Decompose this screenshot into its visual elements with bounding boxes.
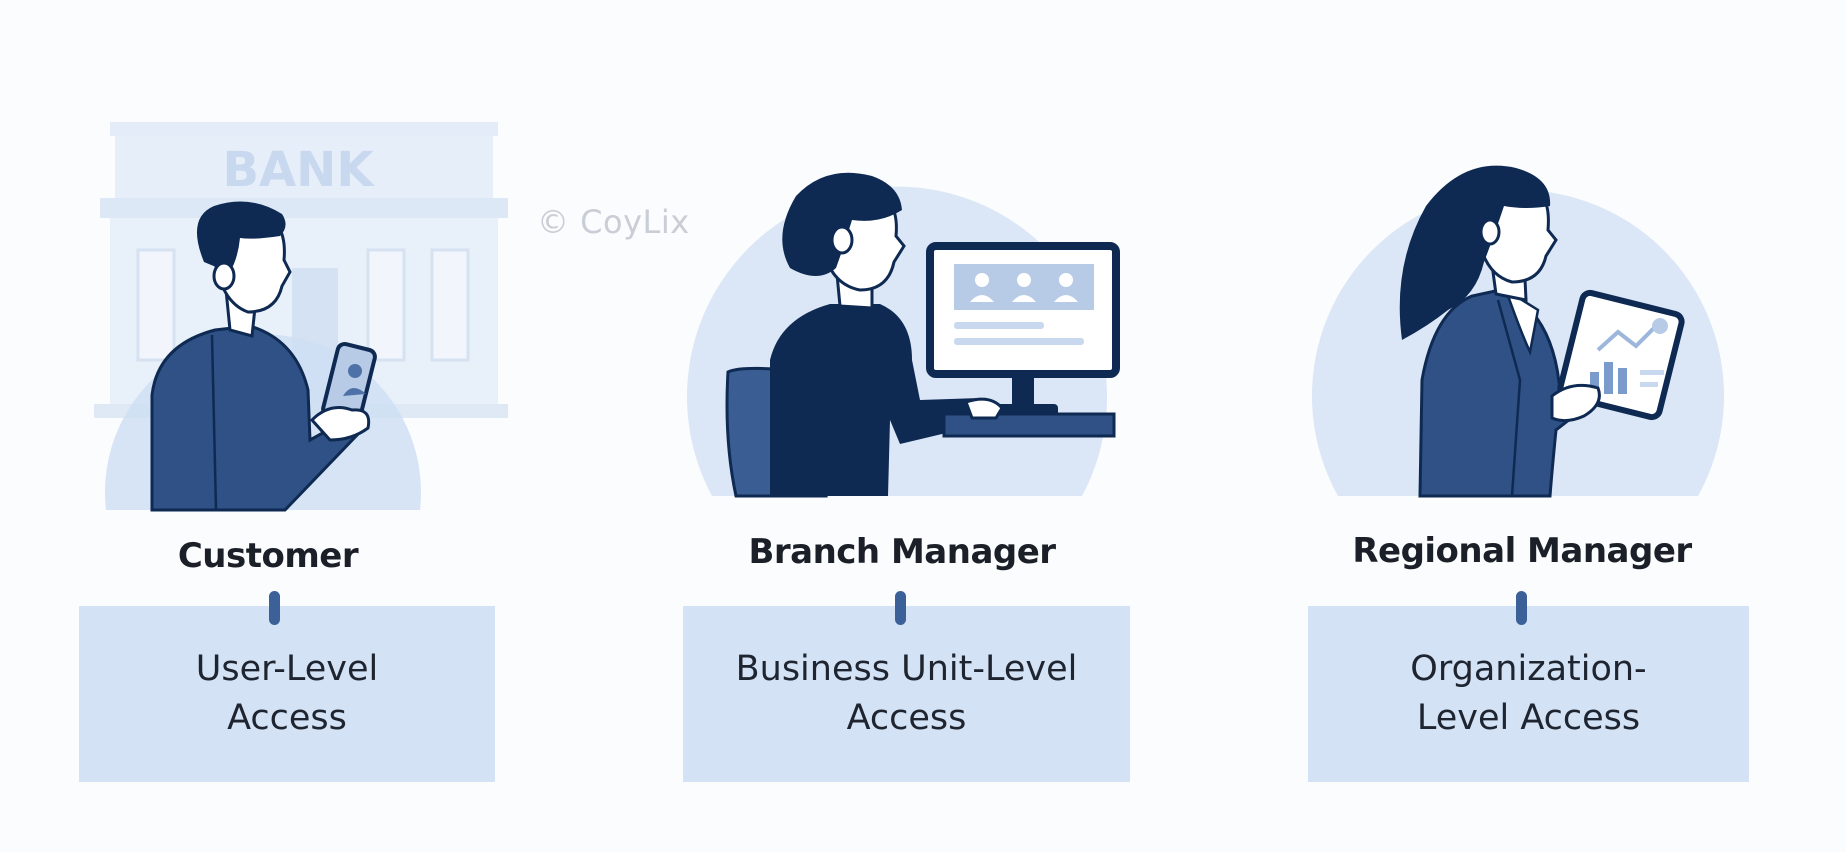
access-label-line2: Access xyxy=(227,698,347,738)
role-title-customer: Customer xyxy=(177,536,359,576)
bank-building-icon: BANK xyxy=(94,122,508,418)
connector xyxy=(895,591,906,625)
executive-with-tablet-icon xyxy=(1311,165,1724,498)
role-title-regional-manager: Regional Manager xyxy=(1352,531,1692,571)
access-label-line1: Organization- xyxy=(1410,649,1647,689)
connector xyxy=(269,591,280,625)
connector xyxy=(1516,591,1527,625)
role-title-branch-manager: Branch Manager xyxy=(748,532,1056,572)
access-box-user-level: User-Level Access xyxy=(79,606,495,782)
customer-with-phone-icon xyxy=(105,201,422,512)
access-label-line1: Business Unit-Level xyxy=(735,649,1078,689)
access-label-line2: Access xyxy=(846,698,967,738)
access-box-organization-level: Organization- Level Access xyxy=(1308,606,1749,782)
watermark: © CoyLix xyxy=(537,203,690,241)
svg-text:BANK: BANK xyxy=(222,142,375,198)
access-label-line1: User-Level xyxy=(195,649,379,689)
manager-at-computer-icon xyxy=(686,172,1120,498)
access-box-business-unit-level: Business Unit-Level Access xyxy=(683,606,1130,782)
access-label-line2: Level Access xyxy=(1416,698,1641,738)
